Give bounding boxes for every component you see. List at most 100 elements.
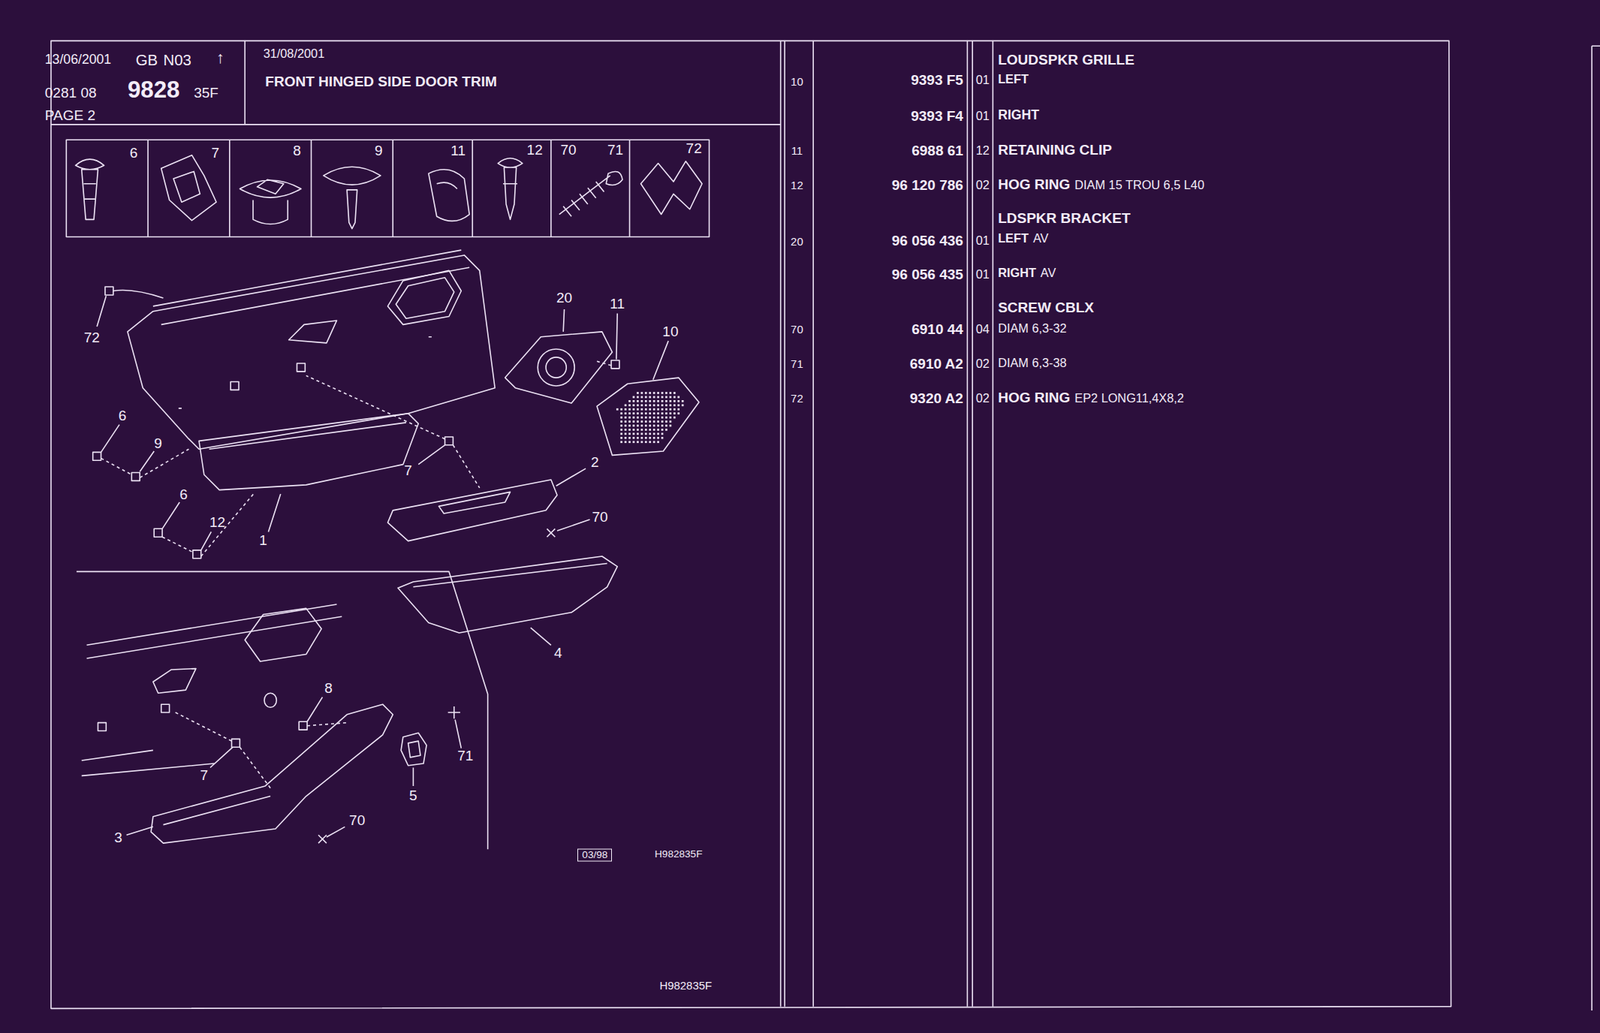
door-pocket [198, 413, 419, 491]
grille-mesh [669, 396, 672, 399]
grille-mesh [653, 436, 656, 440]
grille-mesh [636, 403, 639, 407]
grille-mesh [665, 408, 668, 411]
grille-mesh [644, 412, 648, 415]
grille-mesh [656, 391, 660, 395]
quantity: 04 [976, 322, 990, 337]
item-number: 11 [791, 144, 804, 157]
part-description: EP2 LONG11,4X8,2 [1074, 391, 1185, 406]
callout-number: 70 [592, 509, 609, 526]
callout-number: 20 [556, 289, 573, 306]
grille-mesh [628, 416, 631, 419]
page-title: FRONT HINGED SIDE DOOR TRIM [265, 73, 497, 90]
grille-mesh [661, 391, 664, 395]
part-description: DIAM 6,3-38 [997, 356, 1067, 371]
callout-number: 9 [153, 436, 163, 452]
grille-mesh [644, 428, 648, 431]
icon-number: 11 [450, 143, 466, 160]
grille-mesh [620, 408, 623, 411]
speaker-bracket [505, 331, 613, 404]
speaker-ring [537, 349, 575, 386]
grille-mesh [648, 433, 651, 436]
grille-mesh [640, 403, 643, 407]
drawing-reference: H982835F [659, 979, 712, 992]
grille-mesh [640, 440, 643, 443]
grille-mesh [665, 428, 668, 431]
header-field: 31/08/2001 [263, 47, 326, 61]
callout-number: 6 [118, 408, 127, 425]
grille-mesh [648, 400, 651, 403]
part-number: 9320 A2 [909, 391, 964, 407]
grille-mesh [624, 428, 627, 431]
callout-number: 72 [84, 329, 100, 346]
grille-mesh [640, 428, 643, 431]
part-number: 96 120 786 [891, 177, 964, 194]
callout-square [131, 473, 140, 482]
dashed-leader [101, 361, 612, 788]
grille-mesh [632, 403, 636, 407]
callout-square [192, 550, 202, 559]
callout-number: 8 [324, 680, 333, 697]
grille-mesh [669, 403, 672, 407]
part-description: LOUDSPKR GRILLE [997, 52, 1135, 69]
grille-mesh [636, 391, 639, 395]
grille-mesh [677, 403, 680, 407]
callout-number: 2 [590, 454, 600, 471]
header-field: 35F [193, 84, 219, 101]
grille-mesh [656, 403, 660, 407]
grille-mesh [636, 436, 639, 440]
grille-mesh [636, 412, 639, 415]
item-number: 10 [790, 75, 804, 88]
grille-mesh [665, 424, 668, 428]
grille-mesh [665, 403, 668, 407]
grille-mesh [661, 408, 664, 411]
grille-mesh [656, 436, 660, 440]
part-description: RIGHT [997, 108, 1040, 123]
item-number: 72 [790, 392, 804, 405]
callout-number: 7 [200, 767, 209, 784]
callout-number: 5 [409, 788, 418, 805]
quantity: 02 [976, 357, 990, 371]
quantity: 02 [976, 391, 990, 406]
grille-mesh [624, 403, 627, 407]
grille-mesh [628, 400, 631, 403]
grille-mesh [644, 391, 648, 395]
header-field: 9828 [127, 76, 181, 103]
door-panel [81, 604, 343, 776]
callout-square [298, 721, 308, 730]
grille-mesh [669, 416, 672, 419]
grille-mesh [673, 391, 676, 395]
callout-number: 12 [209, 514, 226, 531]
grille-mesh [624, 424, 627, 428]
grille-mesh [628, 428, 631, 431]
grille-mesh [648, 436, 651, 440]
header-field: 13/06/2001 [45, 52, 112, 67]
grille-mesh [640, 400, 643, 403]
grille-mesh [673, 400, 676, 403]
grille-mesh [620, 416, 623, 419]
grille-mesh [661, 428, 664, 431]
icon-number: 7 [210, 144, 220, 161]
grille-mesh [656, 420, 660, 423]
grille-mesh [648, 428, 651, 431]
part-description: AV [1040, 266, 1057, 281]
icon-number: 71 [607, 141, 624, 158]
grille-mesh [636, 428, 639, 431]
grille-mesh [653, 408, 656, 411]
grille-mesh [673, 396, 676, 399]
grille-mesh [653, 391, 656, 395]
cap-icon [428, 169, 470, 222]
header-field: ↑ [216, 48, 225, 67]
grille-mesh [648, 412, 651, 415]
clip-part [400, 732, 427, 766]
grommet-icon [239, 179, 302, 224]
grille-mesh [640, 396, 643, 399]
grille-mesh [620, 420, 623, 423]
grille-mesh [640, 424, 643, 428]
grille-mesh [648, 403, 651, 407]
grille-mesh [656, 400, 660, 403]
hog-ring-icon [640, 161, 703, 215]
grille-mesh [669, 408, 672, 411]
quantity: 02 [976, 178, 990, 193]
